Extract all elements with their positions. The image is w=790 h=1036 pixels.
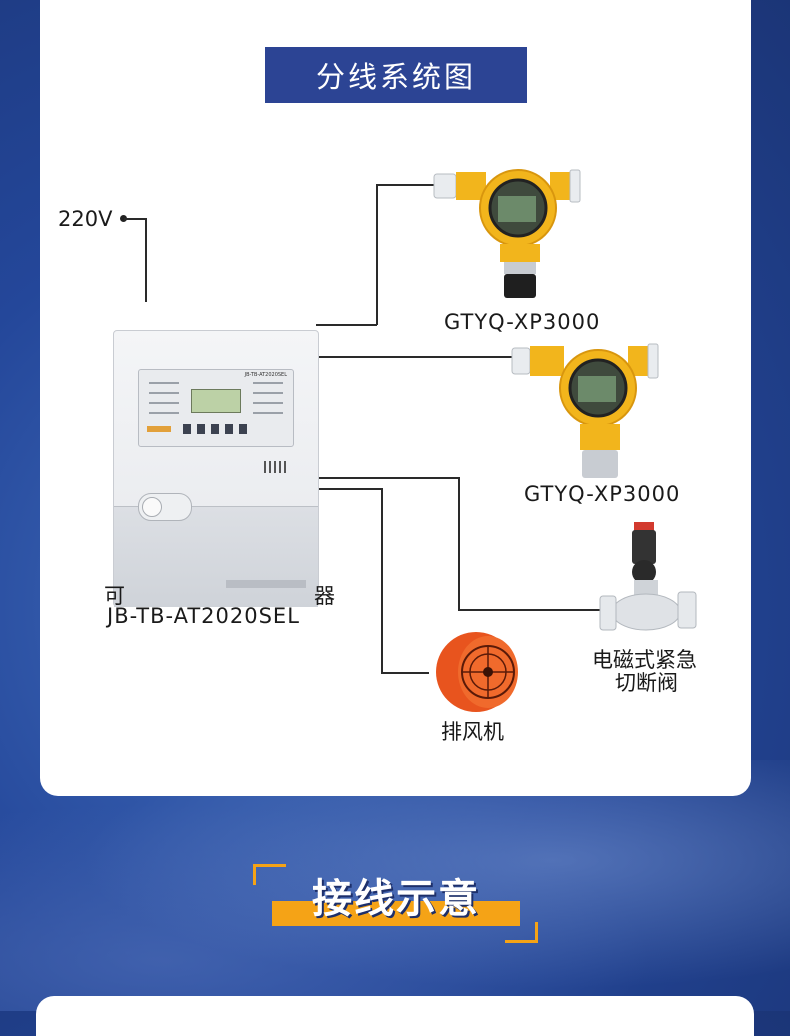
valve-label-line1: 电磁式紧急 bbox=[592, 648, 697, 672]
led-column-right bbox=[253, 382, 283, 416]
controller-lower-cover bbox=[114, 506, 318, 607]
controller-lock bbox=[138, 493, 192, 521]
panel-button-row bbox=[183, 424, 253, 434]
gas-detector-1 bbox=[433, 169, 581, 298]
fan-label: 排风机 bbox=[441, 720, 504, 744]
speaker-grille bbox=[264, 461, 286, 473]
diagram-title: 分线系统图 bbox=[265, 47, 527, 103]
wire-detector1-v bbox=[376, 184, 378, 325]
wire-valve-h1 bbox=[316, 477, 459, 479]
controller-name-right: 器 bbox=[314, 584, 335, 608]
wire-detector2 bbox=[316, 356, 514, 358]
wire-valve-h2 bbox=[458, 609, 600, 611]
led-column-left bbox=[149, 382, 179, 416]
gas-detector-2 bbox=[511, 343, 659, 478]
section-corner-bottom-right bbox=[505, 922, 538, 943]
wire-detector1-h2 bbox=[316, 324, 377, 326]
controller-front-panel: JB-TB-AT2020SEL bbox=[138, 369, 294, 447]
solenoid-valve bbox=[599, 522, 697, 631]
power-wire-v bbox=[145, 218, 147, 302]
section-corner-top-left bbox=[253, 864, 286, 885]
controller-lcd bbox=[191, 389, 241, 413]
controller-name-left: 可 bbox=[104, 584, 125, 608]
panel-accent-bar bbox=[147, 426, 171, 432]
wire-valve-v bbox=[458, 477, 460, 610]
controller-unit: JB-TB-AT2020SEL bbox=[113, 330, 319, 607]
power-dot bbox=[120, 215, 127, 222]
power-label: 220V bbox=[58, 207, 113, 231]
wire-fan-h1 bbox=[316, 488, 382, 490]
detector-1-model: GTYQ-XP3000 bbox=[444, 310, 601, 334]
valve-label-line2: 切断阀 bbox=[615, 671, 678, 695]
background bbox=[0, 760, 790, 1011]
section-title: 接线示意 bbox=[312, 876, 480, 922]
wire-fan-h2 bbox=[381, 672, 429, 674]
wire-fan-v bbox=[381, 488, 383, 673]
power-wire-h bbox=[124, 218, 146, 220]
panel-model-text: JB-TB-AT2020SEL bbox=[244, 372, 287, 378]
exhaust-fan bbox=[436, 632, 518, 712]
controller-model: JB-TB-AT2020SEL bbox=[107, 604, 300, 628]
brand-strip bbox=[226, 580, 306, 588]
next-card bbox=[36, 996, 754, 1036]
detector-2-model: GTYQ-XP3000 bbox=[524, 482, 681, 506]
wire-detector1-h1 bbox=[376, 184, 436, 186]
section-title-bar bbox=[272, 901, 520, 926]
